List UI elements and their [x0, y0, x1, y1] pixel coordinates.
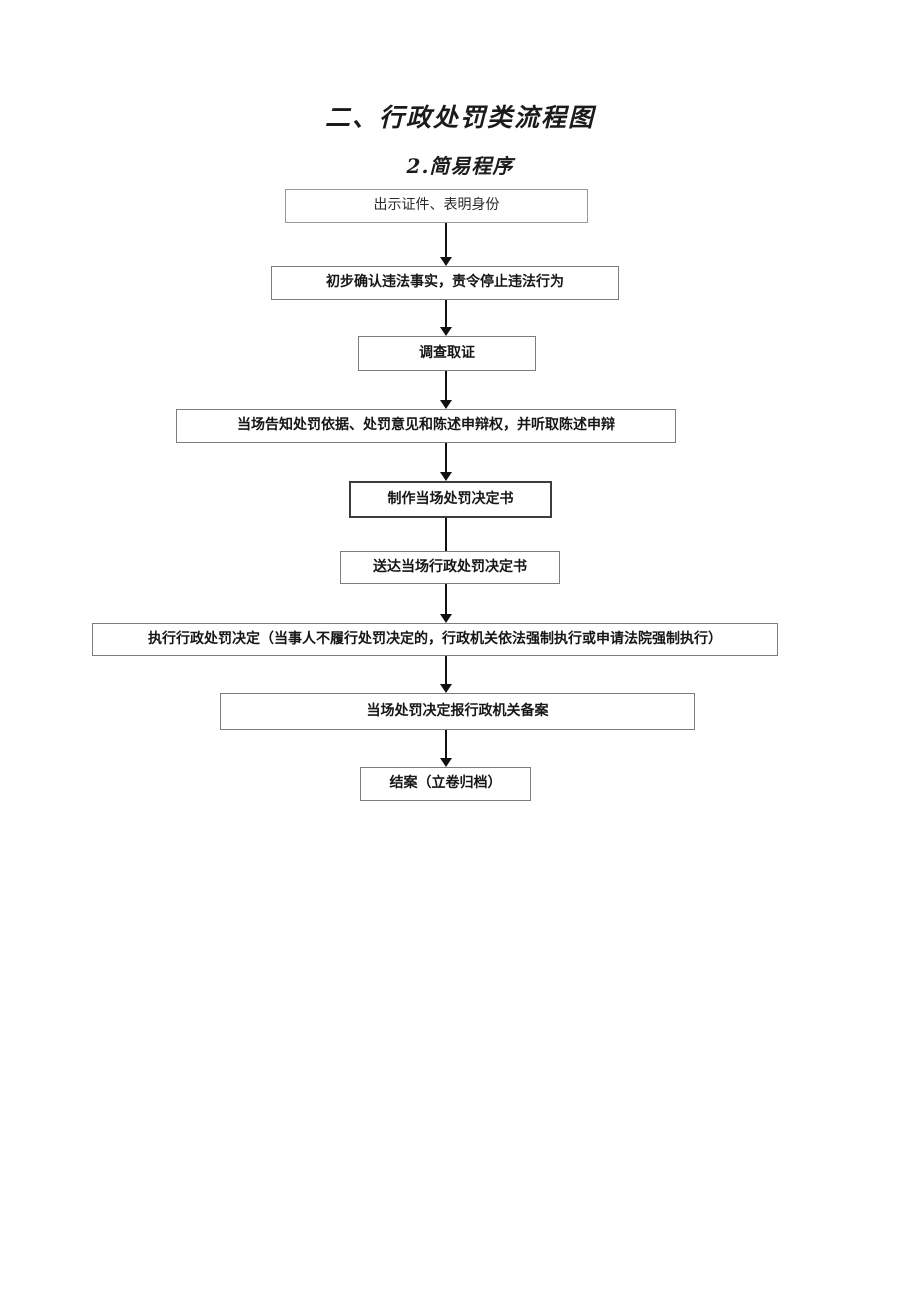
flow-connector: [445, 518, 447, 551]
flow-node: 调查取证: [358, 336, 536, 371]
arrow-down-icon: [440, 327, 452, 336]
flow-connector: [445, 223, 447, 257]
flow-node: 结案（立卷归档）: [360, 767, 531, 801]
flow-connector: [445, 443, 447, 472]
arrow-down-icon: [440, 257, 452, 266]
flow-node: 当场告知处罚依据、处罚意见和陈述申辩权，并听取陈述申辩: [176, 409, 676, 443]
page-subtitle: 2.简易程序: [406, 154, 514, 178]
arrow-down-icon: [440, 684, 452, 693]
arrow-down-icon: [440, 758, 452, 767]
flow-connector: [445, 730, 447, 758]
page-title: 二、行政处罚类流程图: [324, 103, 595, 132]
flow-node: 当场处罚决定报行政机关备案: [220, 693, 695, 730]
flow-node: 制作当场处罚决定书: [349, 481, 552, 518]
arrow-down-icon: [440, 472, 452, 481]
arrow-down-icon: [440, 400, 452, 409]
flow-connector: [445, 584, 447, 614]
arrow-down-icon: [440, 614, 452, 623]
flow-connector: [445, 656, 447, 684]
flow-node: 执行行政处罚决定（当事人不履行处罚决定的，行政机关依法强制执行或申请法院强制执行…: [92, 623, 778, 656]
flow-node: 初步确认违法事实，责令停止违法行为: [271, 266, 619, 300]
flow-connector: [445, 371, 447, 400]
flow-connector: [445, 300, 447, 327]
flow-node: 出示证件、表明身份: [285, 189, 588, 223]
flow-node: 送达当场行政处罚决定书: [340, 551, 560, 584]
